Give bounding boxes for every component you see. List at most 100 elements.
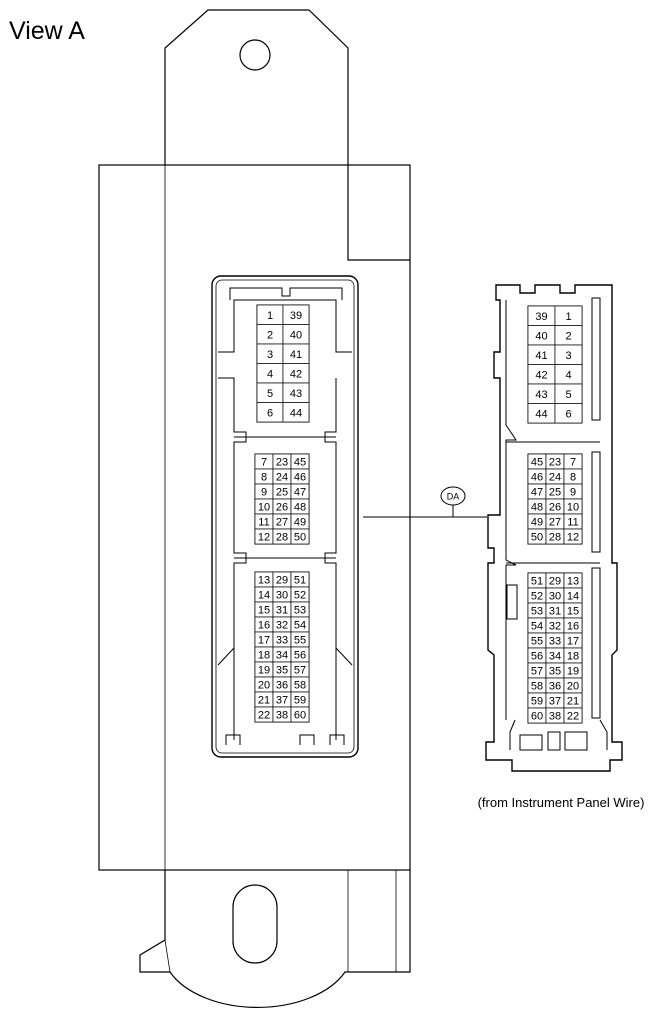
pin-number: 11	[567, 517, 578, 529]
mounting-slot-bottom	[232, 884, 278, 964]
pin-number: 56	[294, 650, 306, 662]
pin-number: 54	[294, 620, 306, 632]
pin-number: 25	[549, 487, 561, 499]
pin-number: 30	[549, 591, 561, 603]
pin-number: 19	[258, 665, 270, 677]
pin-number: 58	[294, 680, 306, 692]
pin-number: 37	[549, 696, 561, 708]
pin-number: 39	[535, 311, 547, 323]
pin-number: 14	[567, 591, 579, 603]
pin-number: 53	[531, 606, 543, 618]
pin-cell	[554, 403, 583, 424]
pin-number: 11	[258, 517, 269, 529]
pin-number: 28	[549, 532, 561, 544]
pin-number: 1	[565, 311, 571, 323]
pin-number: 1	[267, 310, 273, 322]
pin-number: 53	[294, 605, 306, 617]
pin-number: 41	[535, 350, 547, 362]
pin-number: 7	[570, 457, 576, 469]
pin-number: 59	[294, 695, 306, 707]
pin-number: 51	[294, 575, 306, 587]
pin-cell	[563, 528, 583, 545]
pin-number: 26	[549, 502, 561, 514]
pin-number: 57	[531, 666, 543, 678]
pin-number: 23	[276, 457, 288, 469]
pin-number: 20	[567, 681, 579, 693]
pin-number: 31	[276, 605, 288, 617]
pin-number: 35	[549, 666, 561, 678]
pin-number: 30	[276, 590, 288, 602]
pin-number: 33	[276, 635, 288, 647]
mounting-hole-top	[239, 39, 271, 71]
pin-number: 36	[549, 681, 561, 693]
pin-number: 32	[276, 620, 288, 632]
pin-number: 2	[565, 330, 571, 342]
pin-number: 21	[567, 696, 579, 708]
pin-number: 28	[276, 532, 288, 544]
pin-number: 17	[567, 636, 579, 648]
pin-number: 16	[258, 620, 270, 632]
pin-number: 8	[570, 472, 576, 484]
pin-number: 18	[567, 651, 579, 663]
pin-number: 9	[261, 487, 267, 499]
pin-number: 2	[267, 329, 273, 341]
callout-badge: DA	[440, 486, 466, 506]
pin-number: 15	[567, 606, 579, 618]
pin-number: 23	[549, 457, 561, 469]
pin-number: 25	[276, 487, 288, 499]
pin-number: 22	[567, 711, 579, 723]
pin-number: 34	[276, 650, 288, 662]
pin-cell	[290, 706, 310, 723]
pin-number: 50	[531, 532, 543, 544]
pin-number: 46	[294, 472, 306, 484]
pin-number: 42	[535, 369, 547, 381]
pin-number: 44	[535, 408, 547, 420]
pin-number: 43	[290, 388, 302, 400]
pin-number: 46	[531, 472, 543, 484]
pin-number: 57	[294, 665, 306, 677]
pin-number: 19	[567, 666, 579, 678]
pin-number: 42	[290, 368, 302, 380]
pin-number: 3	[267, 349, 273, 361]
pin-number: 43	[535, 389, 547, 401]
pin-number: 10	[567, 502, 579, 514]
pin-number: 15	[258, 605, 270, 617]
pin-number: 33	[549, 636, 561, 648]
pin-number: 47	[531, 487, 543, 499]
pin-number: 41	[290, 349, 302, 361]
pin-number: 45	[294, 457, 306, 469]
pin-number: 48	[294, 502, 306, 514]
pin-number: 52	[294, 590, 306, 602]
pin-number: 4	[267, 368, 273, 380]
pin-number: 27	[549, 517, 561, 529]
pin-number: 59	[531, 696, 543, 708]
pin-number: 12	[567, 532, 579, 544]
pin-number: 51	[531, 576, 543, 588]
pin-number: 38	[549, 711, 561, 723]
right-connector-housing	[485, 284, 623, 772]
pin-number: 5	[267, 388, 273, 400]
pin-number: 8	[261, 472, 267, 484]
pin-number: 34	[549, 651, 561, 663]
pin-number: 40	[290, 329, 302, 341]
pin-number: 50	[294, 532, 306, 544]
pin-number: 6	[267, 407, 273, 419]
pin-number: 16	[567, 621, 579, 633]
callout-badge-label: DA	[447, 492, 460, 502]
pin-number: 3	[565, 350, 571, 362]
pin-number: 60	[294, 710, 306, 722]
pin-number: 37	[276, 695, 288, 707]
pin-number: 49	[531, 517, 543, 529]
pin-number: 5	[565, 389, 571, 401]
left-connector-housing	[211, 275, 359, 758]
pin-number: 24	[549, 472, 561, 484]
pin-number: 32	[549, 621, 561, 633]
pin-number: 7	[261, 457, 267, 469]
pin-number: 58	[531, 681, 543, 693]
pin-cell	[282, 402, 310, 423]
